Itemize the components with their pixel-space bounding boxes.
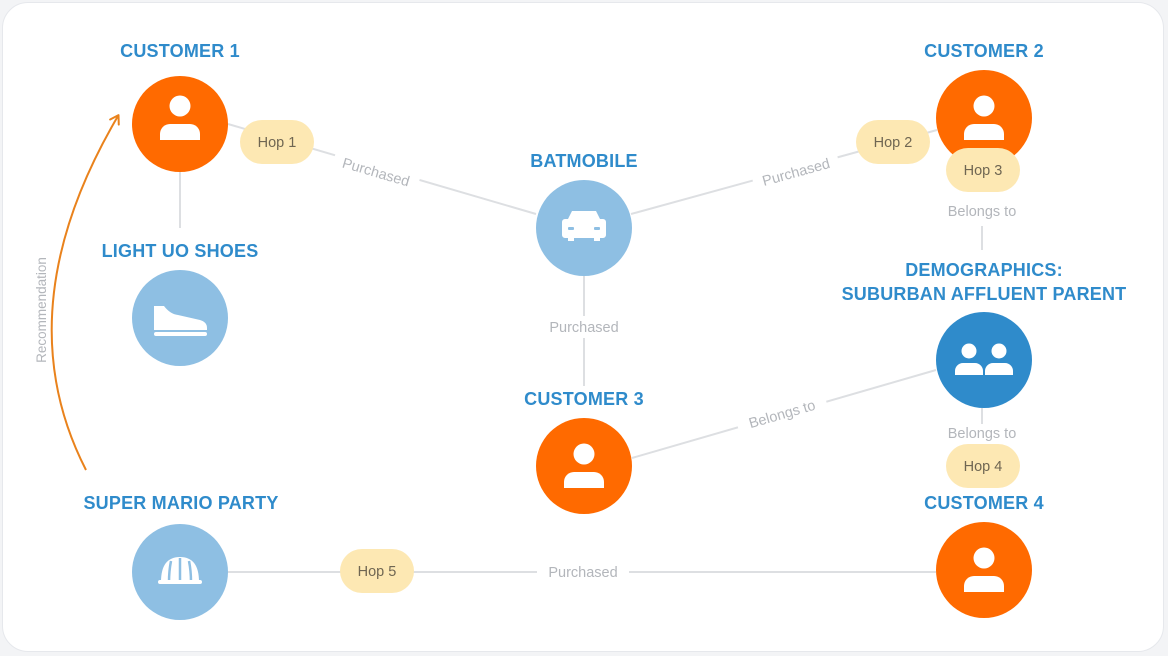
- edge-label-text: Purchased: [340, 156, 411, 191]
- hop-badge-2: Hop 2: [856, 120, 930, 164]
- edge-label-text: Purchased: [548, 565, 617, 581]
- recommendation-label: Recommendation: [32, 252, 50, 368]
- node-label-batmobile: BATMOBILE: [530, 151, 637, 171]
- edge-label-batmobile-c3: Purchased: [540, 316, 628, 338]
- node-label-super-mario-party: SUPER MARIO PARTY: [83, 493, 278, 513]
- node-customer-1[interactable]: [132, 76, 228, 172]
- hop-badge-3: Hop 3: [946, 148, 1020, 192]
- recommendation-text: Recommendation: [34, 257, 49, 363]
- edge-label-c2-demographics: Belongs to: [948, 204, 1017, 220]
- node-batmobile[interactable]: [536, 180, 632, 276]
- node-customer-3[interactable]: [536, 418, 632, 514]
- car-icon: [562, 211, 606, 241]
- node-super-mario-party[interactable]: [132, 524, 228, 620]
- hop-badge-text: Hop 5: [358, 564, 397, 580]
- edge-label-text: Purchased: [761, 156, 832, 190]
- hop-badge-text: Hop 2: [874, 135, 913, 151]
- edge-label-c4-demographics: Belongs to: [948, 426, 1017, 442]
- edge-label-c1-batmobile: Purchased: [330, 150, 422, 194]
- shoe-icon: [154, 306, 207, 336]
- node-label-light-uo-shoes: LIGHT UO SHOES: [102, 241, 259, 261]
- hop-badge-1: Hop 1: [240, 120, 314, 164]
- person-icon: [964, 95, 1004, 140]
- node-label-customer-2: CUSTOMER 2: [924, 41, 1044, 61]
- person-icon: [964, 547, 1004, 592]
- edge-label-c2-batmobile: Purchased: [750, 150, 842, 194]
- recommendation-arrow: [50, 114, 120, 471]
- hop-badge-5: Hop 5: [340, 549, 414, 593]
- node-label-customer-4: CUSTOMER 4: [924, 493, 1044, 513]
- node-label-customer-1: CUSTOMER 1: [120, 41, 240, 61]
- cap-icon: [158, 557, 202, 584]
- edge-label-text: Belongs to: [747, 398, 817, 432]
- node-label-demographics-line1: DEMOGRAPHICS:: [905, 260, 1063, 280]
- hop-badge-text: Hop 1: [258, 135, 297, 151]
- person-icon: [160, 95, 200, 140]
- node-label-demographics-line2: SUBURBAN AFFLUENT PARENT: [842, 284, 1127, 304]
- node-demographics[interactable]: [936, 312, 1032, 408]
- node-customer-2[interactable]: [936, 70, 1032, 166]
- hop-badge-text: Hop 4: [964, 459, 1003, 475]
- node-label-customer-3: CUSTOMER 3: [524, 389, 644, 409]
- hop-badge-text: Hop 3: [964, 163, 1003, 179]
- edge-label-c3-demographics: Belongs to: [735, 391, 829, 437]
- edge-label-mario-c4: Purchased: [537, 561, 629, 583]
- node-customer-4[interactable]: [936, 522, 1032, 618]
- person-icon: [564, 443, 604, 488]
- node-light-uo-shoes[interactable]: [132, 270, 228, 366]
- edge-label-text: Purchased: [549, 320, 618, 336]
- hop-badge-4: Hop 4: [946, 444, 1020, 488]
- group-icon: [955, 343, 1013, 375]
